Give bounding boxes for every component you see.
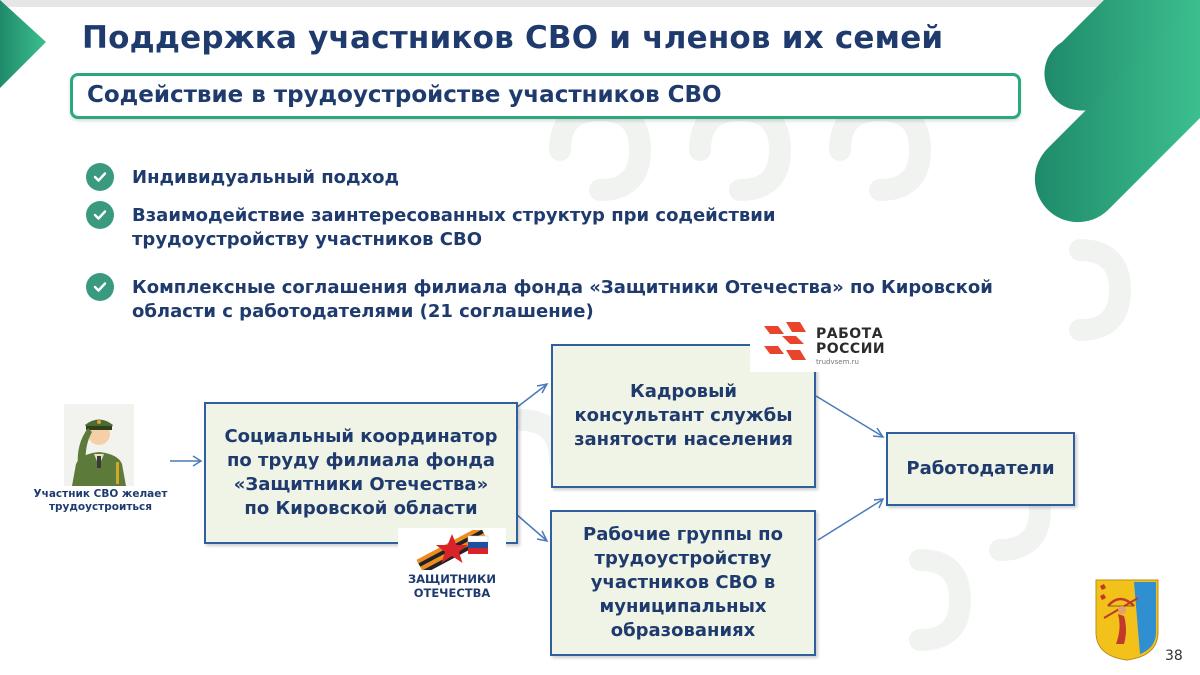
rabota-logo-line1: РАБОТА: [816, 326, 884, 342]
employers-text: Работодатели: [906, 458, 1055, 479]
bullet-item: Взаимодействие заинтересованных структур…: [86, 201, 812, 252]
working-groups-box: Рабочие группы по трудоустройству участн…: [550, 510, 816, 656]
bullet-text: Индивидуальный подход: [132, 167, 400, 188]
employers-box: Работодатели: [886, 432, 1075, 506]
soldier-icon: [64, 404, 134, 486]
rabota-logo-site: trudvsem.ru: [816, 358, 859, 366]
subtitle-text: Содействие в трудоустройстве участников …: [87, 82, 722, 108]
subtitle-banner: Содействие в трудоустройстве участников …: [70, 73, 1021, 119]
rabota-rossii-logo: РАБОТА РОССИИ trudvsem.ru: [750, 312, 910, 372]
check-icon: [86, 273, 114, 301]
check-icon: [86, 201, 114, 229]
rabota-logo-line2: РОССИИ: [816, 341, 886, 357]
bullet-text: Взаимодействие заинтересованных структур…: [132, 205, 776, 250]
page-title: Поддержка участников СВО и членов их сем…: [82, 20, 944, 56]
page-number: 38: [1165, 648, 1183, 664]
bullet-text: Комплексные соглашения филиала фонда «За…: [132, 277, 993, 322]
rabota-rossii-mark-icon: [764, 322, 806, 360]
bullet-item: Комплексные соглашения филиала фонда «За…: [86, 273, 1012, 324]
consultant-text: Кадровый консультант службы занятости на…: [574, 381, 793, 450]
zashchitniki-ribbon-star-icon: [416, 530, 489, 570]
zashchitniki-logo-text: ЗАЩИТНИКИ ОТЕЧЕСТВА: [407, 572, 497, 600]
coordinator-text: Социальный координатор по труду филиала …: [224, 426, 498, 519]
person-caption: Участник СВО желает трудоустроиться: [33, 488, 168, 513]
coordinator-box: Социальный координатор по труду филиала …: [204, 402, 518, 544]
working-groups-text: Рабочие группы по трудоустройству участн…: [583, 524, 783, 641]
zashchitniki-logo: ЗАЩИТНИКИ ОТЕЧЕСТВА: [398, 528, 506, 604]
check-icon: [86, 163, 114, 191]
kirov-coat-of-arms-icon: [1095, 579, 1159, 661]
bullet-item: Индивидуальный подход: [86, 163, 832, 191]
